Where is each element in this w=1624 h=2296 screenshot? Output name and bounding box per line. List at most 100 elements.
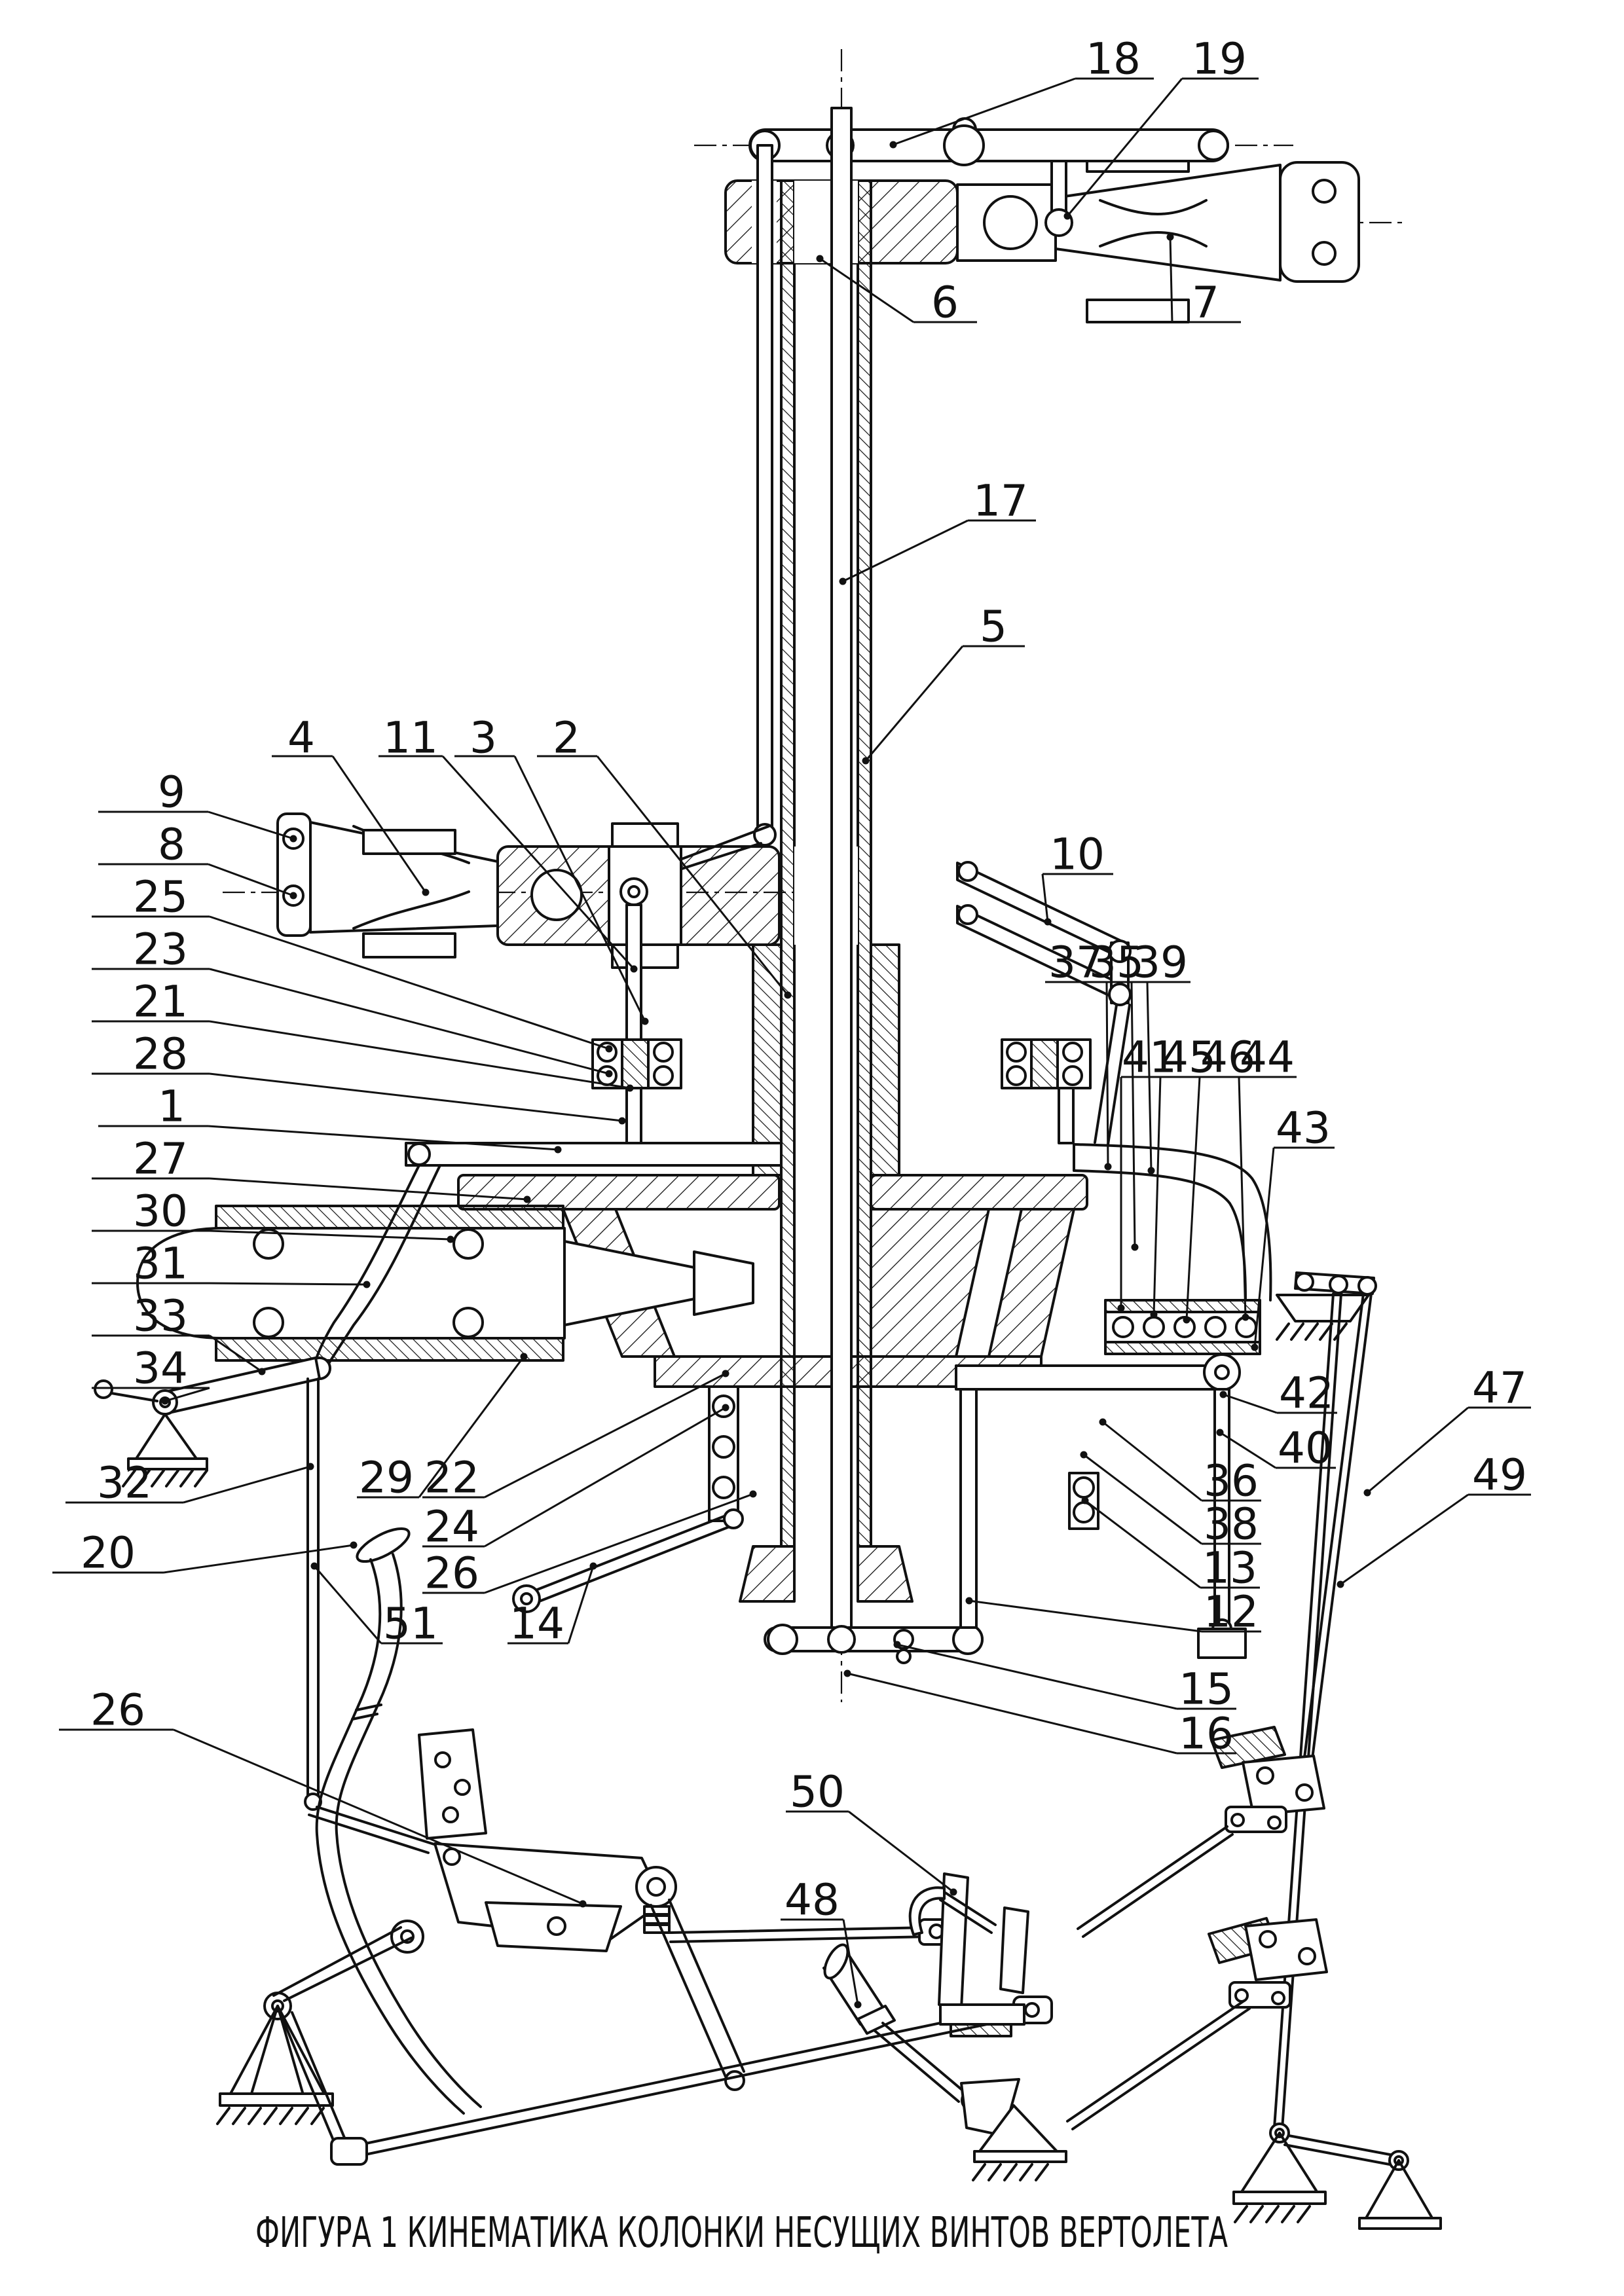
part-number: 25: [133, 872, 188, 922]
part-number: 50: [790, 1767, 845, 1817]
bearing-block-left: [591, 1038, 682, 1144]
part-number: 40: [1278, 1423, 1333, 1474]
part-number: 51: [383, 1599, 438, 1649]
cyclic-stick: [315, 1527, 482, 2115]
bearing-stack-left: [708, 1385, 739, 1522]
part-label-42: 42: [1219, 1368, 1337, 1419]
part-number: 28: [133, 1029, 188, 1080]
part-number: 31: [133, 1239, 188, 1289]
part-number: 21: [133, 977, 188, 1027]
part-number: 24: [424, 1502, 479, 1552]
part-number: 41: [1122, 1032, 1177, 1083]
part-number: 6: [931, 278, 959, 328]
part-label-32: 32: [65, 1458, 314, 1508]
part-number: 9: [158, 767, 185, 818]
part-number: 39: [1133, 938, 1188, 988]
part-number: 45: [1161, 1032, 1216, 1083]
part-number: 33: [133, 1291, 188, 1341]
part-label-49: 49: [1337, 1450, 1531, 1588]
part-label-21: 21: [92, 977, 634, 1092]
swash-link-right: [955, 1353, 1247, 1659]
part-label-51: 51: [310, 1562, 443, 1649]
part-number: 29: [359, 1453, 414, 1503]
part-number: 44: [1240, 1032, 1295, 1083]
part-number: 42: [1279, 1368, 1334, 1419]
part-number: 13: [1202, 1543, 1257, 1594]
part-label-18: 18: [889, 34, 1154, 149]
part-label-47: 47: [1363, 1363, 1531, 1497]
part-number: 12: [1204, 1587, 1259, 1637]
figure-caption: ФИГУРА 1 КИНЕМАТИКА КОЛОНКИ НЕСУЩИХ ВИНТ…: [255, 2209, 1228, 2257]
part-number: 7: [1192, 278, 1219, 328]
lower-left-linkage: [216, 1728, 1053, 2166]
bearing-block-right: [1001, 1038, 1092, 1144]
part-label-24: 24: [422, 1404, 729, 1552]
part-label-46: 46: [1183, 1032, 1257, 1324]
part-number: 16: [1179, 1709, 1234, 1759]
part-label-17: 17: [839, 476, 1036, 585]
part-label-27: 27: [92, 1134, 531, 1203]
part-label-10: 10: [1041, 829, 1113, 926]
part-number: 27: [133, 1134, 188, 1184]
right-pedal-linkage: [1066, 1726, 1442, 2230]
part-label-37: 37: [1045, 938, 1112, 1171]
part-label-22: 22: [422, 1370, 729, 1503]
part-label-5: 5: [862, 602, 1025, 765]
part-label-16: 16: [843, 1669, 1236, 1759]
part-number: 15: [1179, 1664, 1234, 1715]
part-number: 8: [158, 820, 185, 870]
part-label-15: 15: [893, 1641, 1236, 1715]
part-label-35: 35: [1087, 938, 1155, 1175]
part-number: 32: [97, 1458, 152, 1508]
part-label-48: 48: [781, 1875, 862, 2009]
part-number: 30: [133, 1186, 188, 1237]
part-number: 34: [133, 1343, 188, 1394]
part-label-19: 19: [1063, 34, 1259, 220]
part-label-43: 43: [1251, 1103, 1335, 1351]
swash-arm-left: [405, 1142, 783, 1167]
part-label-1: 1: [98, 1082, 562, 1154]
part-label-33: 33: [92, 1291, 266, 1376]
part-number: 17: [973, 476, 1028, 526]
part-label-45: 45: [1150, 1032, 1218, 1319]
part-number: 1: [158, 1082, 185, 1132]
part-number: 46: [1200, 1032, 1255, 1083]
swashplate-cup: [1073, 1143, 1377, 1355]
part-number: 47: [1472, 1363, 1527, 1413]
part-label-2: 2: [537, 713, 792, 999]
part-label-8: 8: [98, 820, 297, 900]
part-label-31: 31: [92, 1239, 371, 1289]
part-number: 19: [1192, 34, 1247, 84]
part-label-30: 30: [92, 1186, 454, 1243]
part-label-14: 14: [507, 1562, 597, 1649]
part-number: 11: [383, 713, 438, 763]
part-number: 26: [424, 1548, 479, 1599]
lower-blade-arm: [276, 812, 499, 958]
gearbox-casing: [136, 943, 1088, 1388]
part-number: 2: [553, 713, 580, 763]
part-label-13: 13: [1081, 1497, 1260, 1594]
part-number: 20: [81, 1528, 136, 1578]
part-label-36: 36: [1099, 1418, 1261, 1506]
part-number: 10: [1050, 829, 1105, 880]
part-number: 37: [1048, 938, 1103, 988]
bottom-rocker: [764, 1388, 984, 1664]
scissors-links: [956, 861, 1132, 1146]
part-label-23: 23: [92, 924, 613, 1078]
part-label-9: 9: [98, 767, 297, 843]
part-label-40: 40: [1216, 1423, 1336, 1474]
part-number: 23: [133, 924, 188, 975]
rotor-mast: [739, 179, 913, 1603]
part-number: 22: [424, 1453, 479, 1503]
part-label-28: 28: [92, 1029, 626, 1125]
part-number: 26: [90, 1685, 145, 1736]
part-label-26: 26: [422, 1490, 757, 1599]
drive-strut: [512, 1508, 744, 1613]
part-number: 18: [1086, 34, 1141, 84]
part-label-41: 41: [1117, 1032, 1179, 1312]
inner-control-rod: [830, 107, 853, 1641]
part-number: 36: [1204, 1456, 1259, 1506]
part-label-7: 7: [1166, 233, 1241, 328]
part-label-3: 3: [454, 713, 649, 1025]
